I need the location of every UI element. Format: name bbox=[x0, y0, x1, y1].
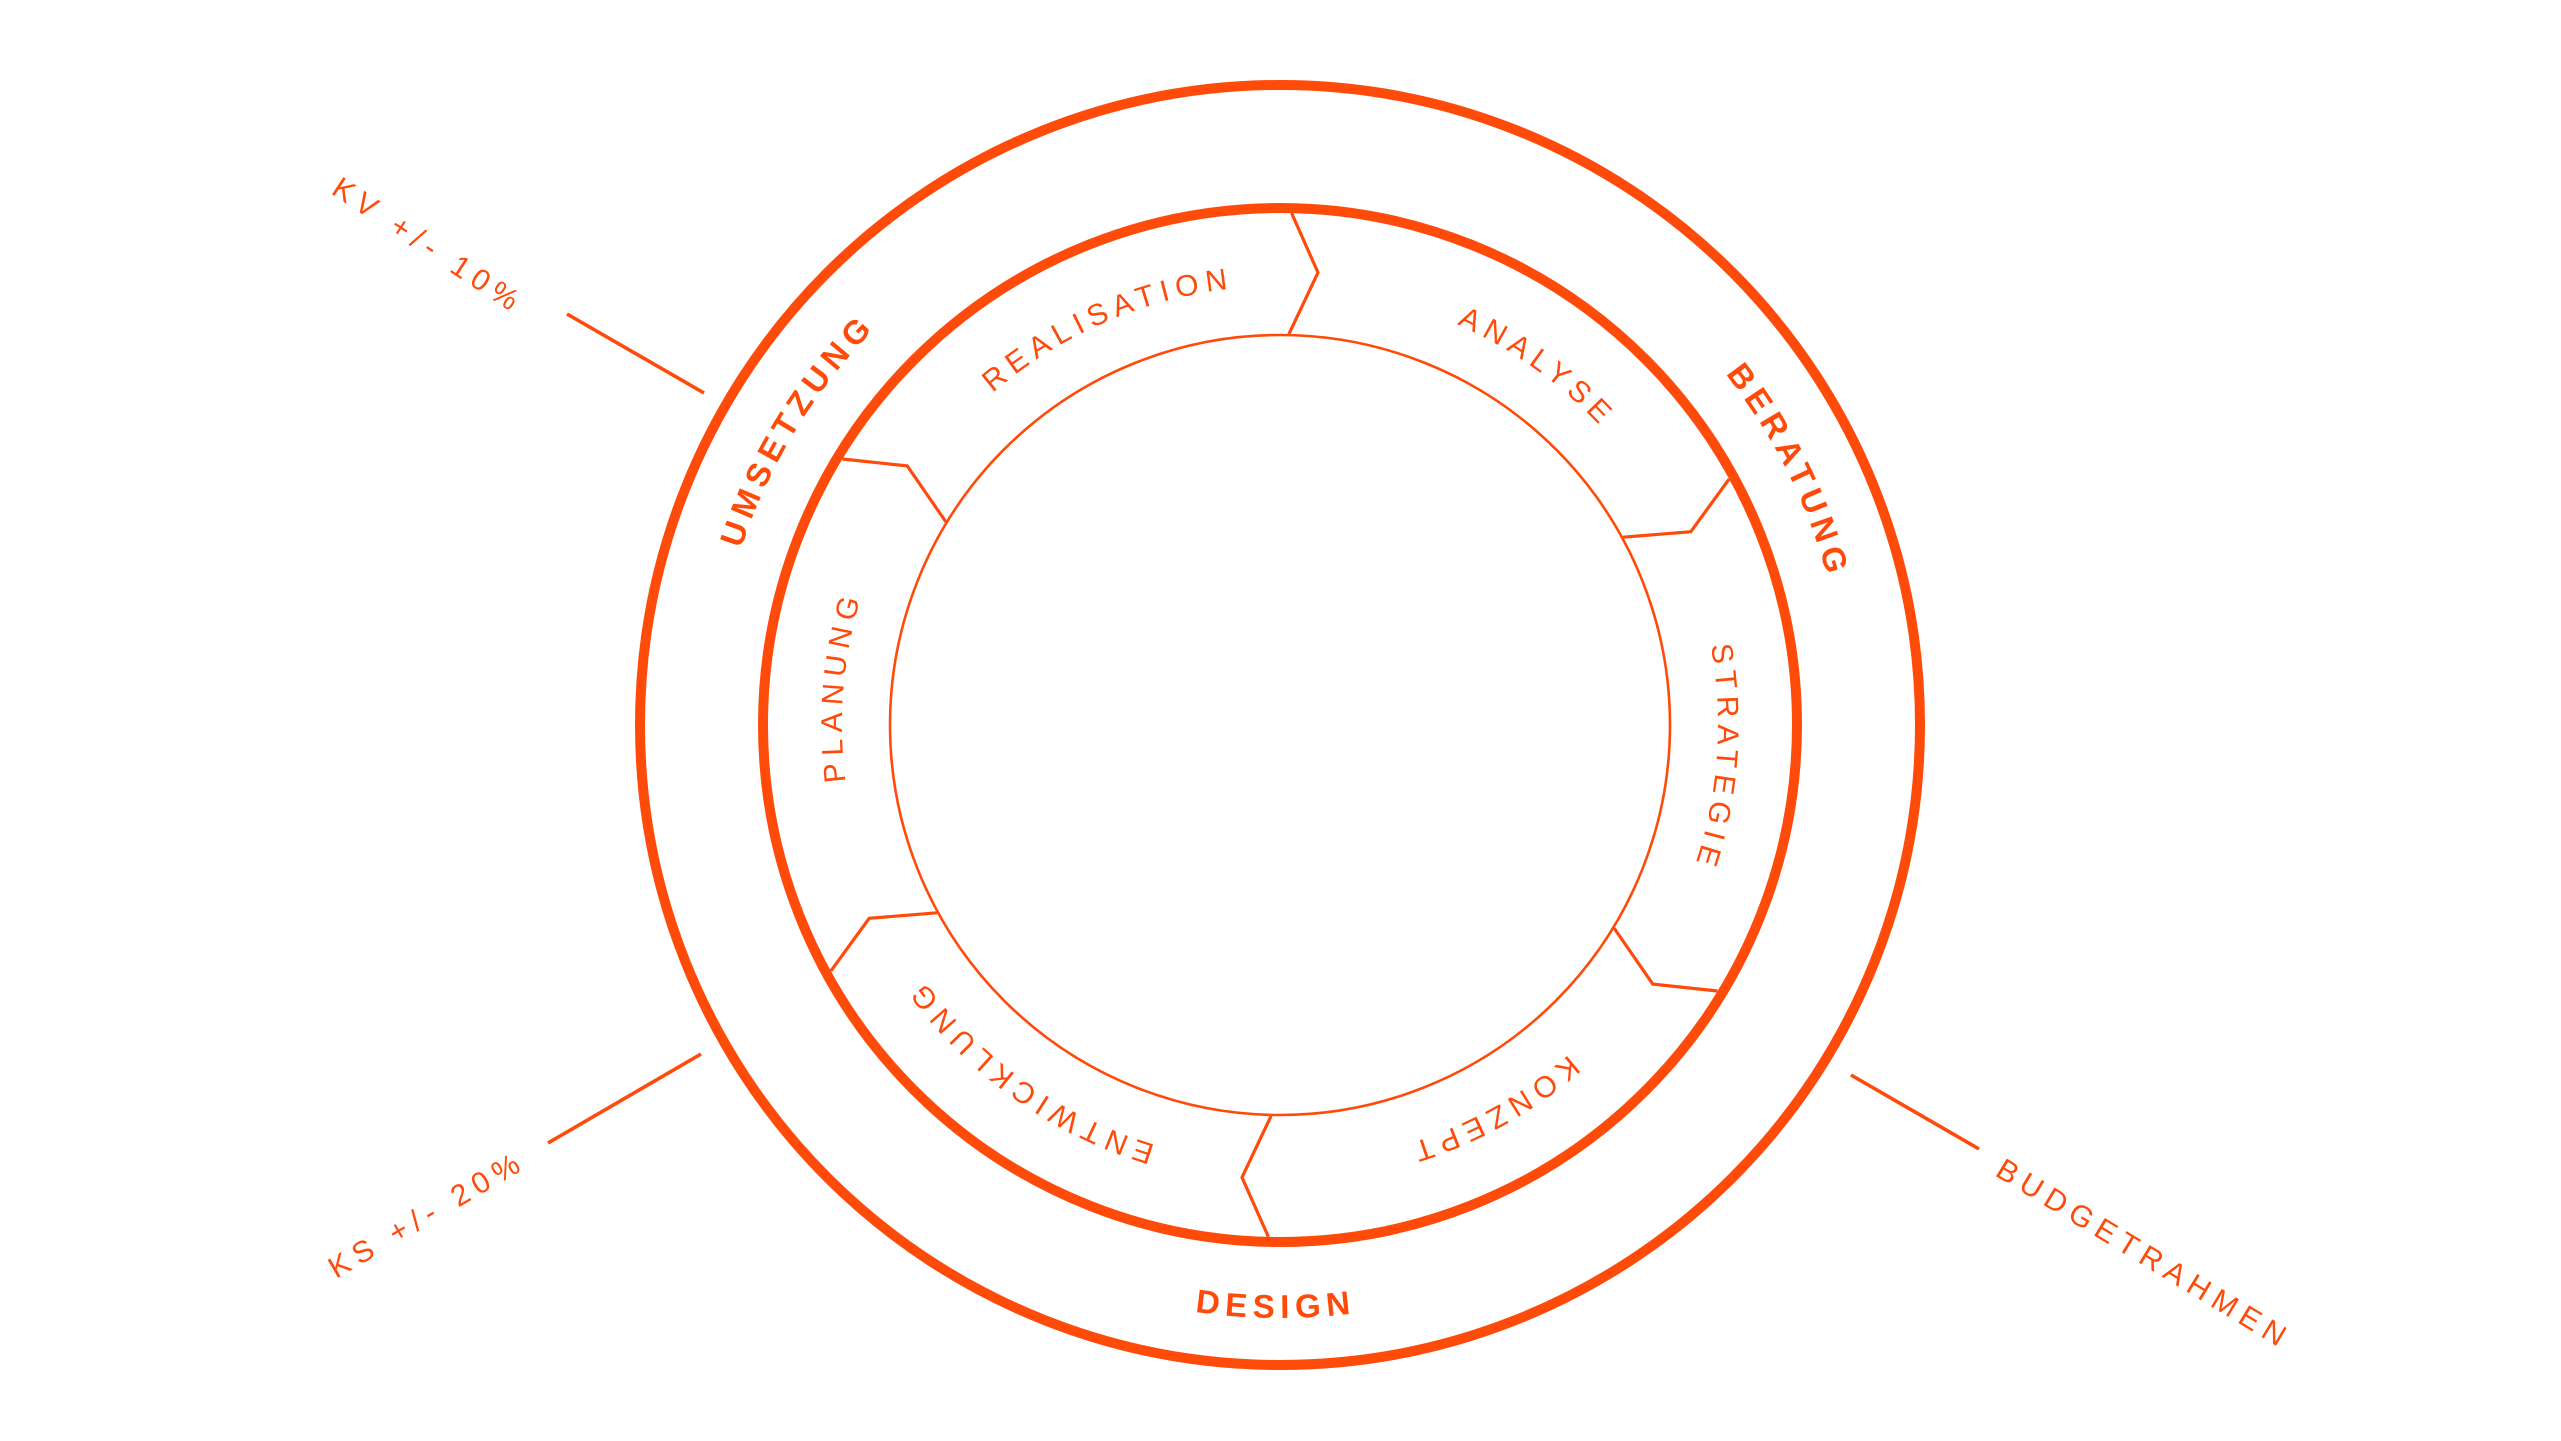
step-divider-chevron bbox=[1622, 478, 1731, 539]
middle-ring bbox=[758, 203, 1802, 1247]
leader-line-budget bbox=[1850, 1073, 1980, 1151]
annotation-ks: KS +/- 20% bbox=[323, 1144, 532, 1285]
leader-line-ks bbox=[547, 1052, 702, 1145]
step-divider-chevron bbox=[1240, 1115, 1273, 1238]
phase-label-design: DESIGN bbox=[1194, 1282, 1358, 1325]
step-strategie-text: STRATEGIE bbox=[1687, 641, 1737, 876]
annotation-kv: KV +/- 10% bbox=[326, 171, 530, 321]
step-dividers bbox=[829, 212, 1731, 1238]
step-divider-chevron bbox=[1612, 927, 1718, 993]
phase-label-beratung: BERATUNG bbox=[1720, 356, 1858, 583]
phase-design-text: DESIGN bbox=[1194, 1282, 1352, 1325]
step-label-konzept: KONZEPT bbox=[1404, 1049, 1585, 1169]
leader-line-kv bbox=[566, 312, 705, 395]
step-label-strategie: STRATEGIE bbox=[1687, 641, 1744, 876]
phase-beratung-text: BERATUNG bbox=[1720, 356, 1852, 583]
step-planung-text: PLANUNG bbox=[816, 587, 862, 785]
step-divider-chevron bbox=[829, 911, 938, 972]
step-entwicklung-text: ENTWICKLUNG bbox=[901, 973, 1151, 1170]
step-divider-chevron bbox=[842, 457, 948, 523]
step-label-planung: PLANUNG bbox=[816, 587, 869, 785]
inner-ring bbox=[888, 333, 1672, 1117]
step-label-entwicklung: ENTWICKLUNG bbox=[901, 973, 1158, 1170]
outer-ring bbox=[635, 80, 1925, 1370]
annotation-budget: BUDGETRAHMEN bbox=[1990, 1153, 2297, 1357]
step-divider-chevron bbox=[1287, 212, 1320, 335]
step-konzept-text: KONZEPT bbox=[1404, 1049, 1579, 1169]
